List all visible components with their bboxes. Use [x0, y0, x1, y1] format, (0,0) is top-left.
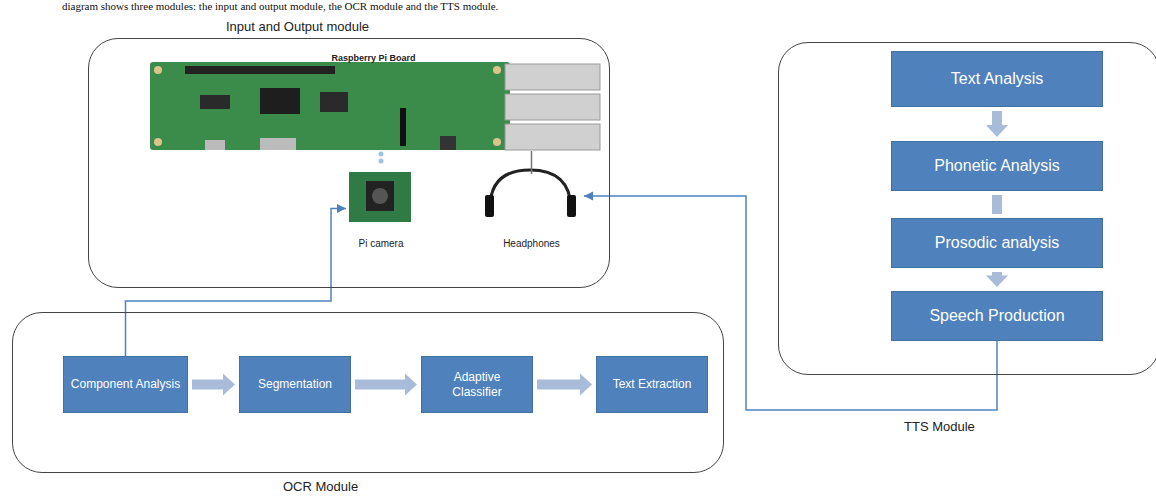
- box-label: Prosodic analysis: [935, 233, 1060, 252]
- connector: [381, 154, 382, 168]
- camera-lens: [372, 188, 388, 204]
- usb-port: [505, 94, 600, 120]
- box-label: Text Extraction: [613, 377, 692, 391]
- chip: [260, 88, 300, 114]
- headphones-picture: [485, 170, 576, 217]
- usb-port: [505, 64, 600, 90]
- hdmi-port: [260, 138, 296, 150]
- camera-icon: Pi camera: [346, 166, 416, 251]
- mount-hole: [154, 66, 162, 74]
- block-arrow: [986, 272, 1008, 287]
- connector: [126, 204, 347, 356]
- audio-jack: [440, 136, 456, 150]
- block-arrow: [192, 374, 235, 396]
- connector: [537, 374, 592, 396]
- module-title: Input and Output module: [226, 19, 369, 34]
- block-arrow: [355, 374, 417, 396]
- gpio-header: [185, 66, 335, 74]
- raspberry-pi-board-picture: [150, 62, 600, 150]
- module-title: TTS Module: [904, 419, 975, 434]
- process-box: Text Extraction: [596, 356, 708, 413]
- box-label: Segmentation: [258, 377, 332, 391]
- module-group: Input and Output moduleRaspberry Pi Boar…: [88, 38, 610, 288]
- box-label: Text Analysis: [951, 69, 1043, 88]
- mount-hole: [493, 138, 501, 146]
- board-picture: Raspberry Pi Board: [146, 53, 601, 151]
- box-label: Adaptive Classifier: [428, 370, 526, 399]
- chip: [200, 95, 230, 109]
- headband: [490, 170, 571, 208]
- connector-line: [126, 209, 347, 357]
- camera-picture: [349, 172, 411, 222]
- part-label: Pi camera: [336, 238, 426, 249]
- module-group: OCR ModuleComponent AnalysisSegmentation…: [12, 312, 724, 473]
- box-label: Speech Production: [929, 306, 1064, 325]
- chip: [320, 92, 348, 112]
- process-box: Phonetic Analysis: [891, 141, 1103, 191]
- headphones-icon: Headphones: [479, 166, 584, 251]
- camera-board: [349, 172, 411, 222]
- box-label: Phonetic Analysis: [934, 156, 1059, 175]
- process-box: Prosodic analysis: [891, 218, 1103, 268]
- module-group: TTS ModuleText AnalysisPhonetic Analysis…: [778, 42, 1156, 375]
- camera-connector: [400, 108, 406, 146]
- camera-body: [366, 181, 394, 211]
- power-port: [205, 140, 225, 150]
- block-arrow: [537, 374, 592, 396]
- ear-cup: [485, 195, 494, 217]
- connector-line: [379, 154, 384, 168]
- board-pcb: [150, 62, 510, 150]
- block-arrow: [992, 195, 1002, 214]
- mount-hole: [154, 138, 162, 146]
- mount-hole: [493, 66, 501, 74]
- process-box: Segmentation: [239, 356, 351, 413]
- part-label: Raspberry Pi Board: [146, 53, 601, 63]
- connector: [986, 111, 1008, 137]
- connector: [192, 374, 235, 396]
- caption-text: diagram shows three modules: the input a…: [62, 0, 498, 12]
- process-box: Adaptive Classifier: [421, 356, 533, 413]
- connector: [986, 272, 1008, 287]
- process-box: Text Analysis: [891, 51, 1103, 107]
- box-label: Component Analysis: [71, 377, 180, 391]
- connector-line: [531, 151, 533, 174]
- part-label: Headphones: [469, 238, 594, 249]
- process-box: Speech Production: [891, 291, 1103, 341]
- arrow-head: [337, 204, 346, 213]
- block-arrow: [986, 111, 1008, 137]
- connector: [531, 151, 532, 174]
- process-box: Component Analysis: [63, 356, 188, 413]
- connector: [355, 374, 417, 396]
- module-title: OCR Module: [283, 479, 358, 494]
- arrow-head: [584, 192, 593, 201]
- connector: [992, 195, 1002, 214]
- ear-cup: [567, 195, 576, 217]
- ethernet-port: [505, 124, 600, 150]
